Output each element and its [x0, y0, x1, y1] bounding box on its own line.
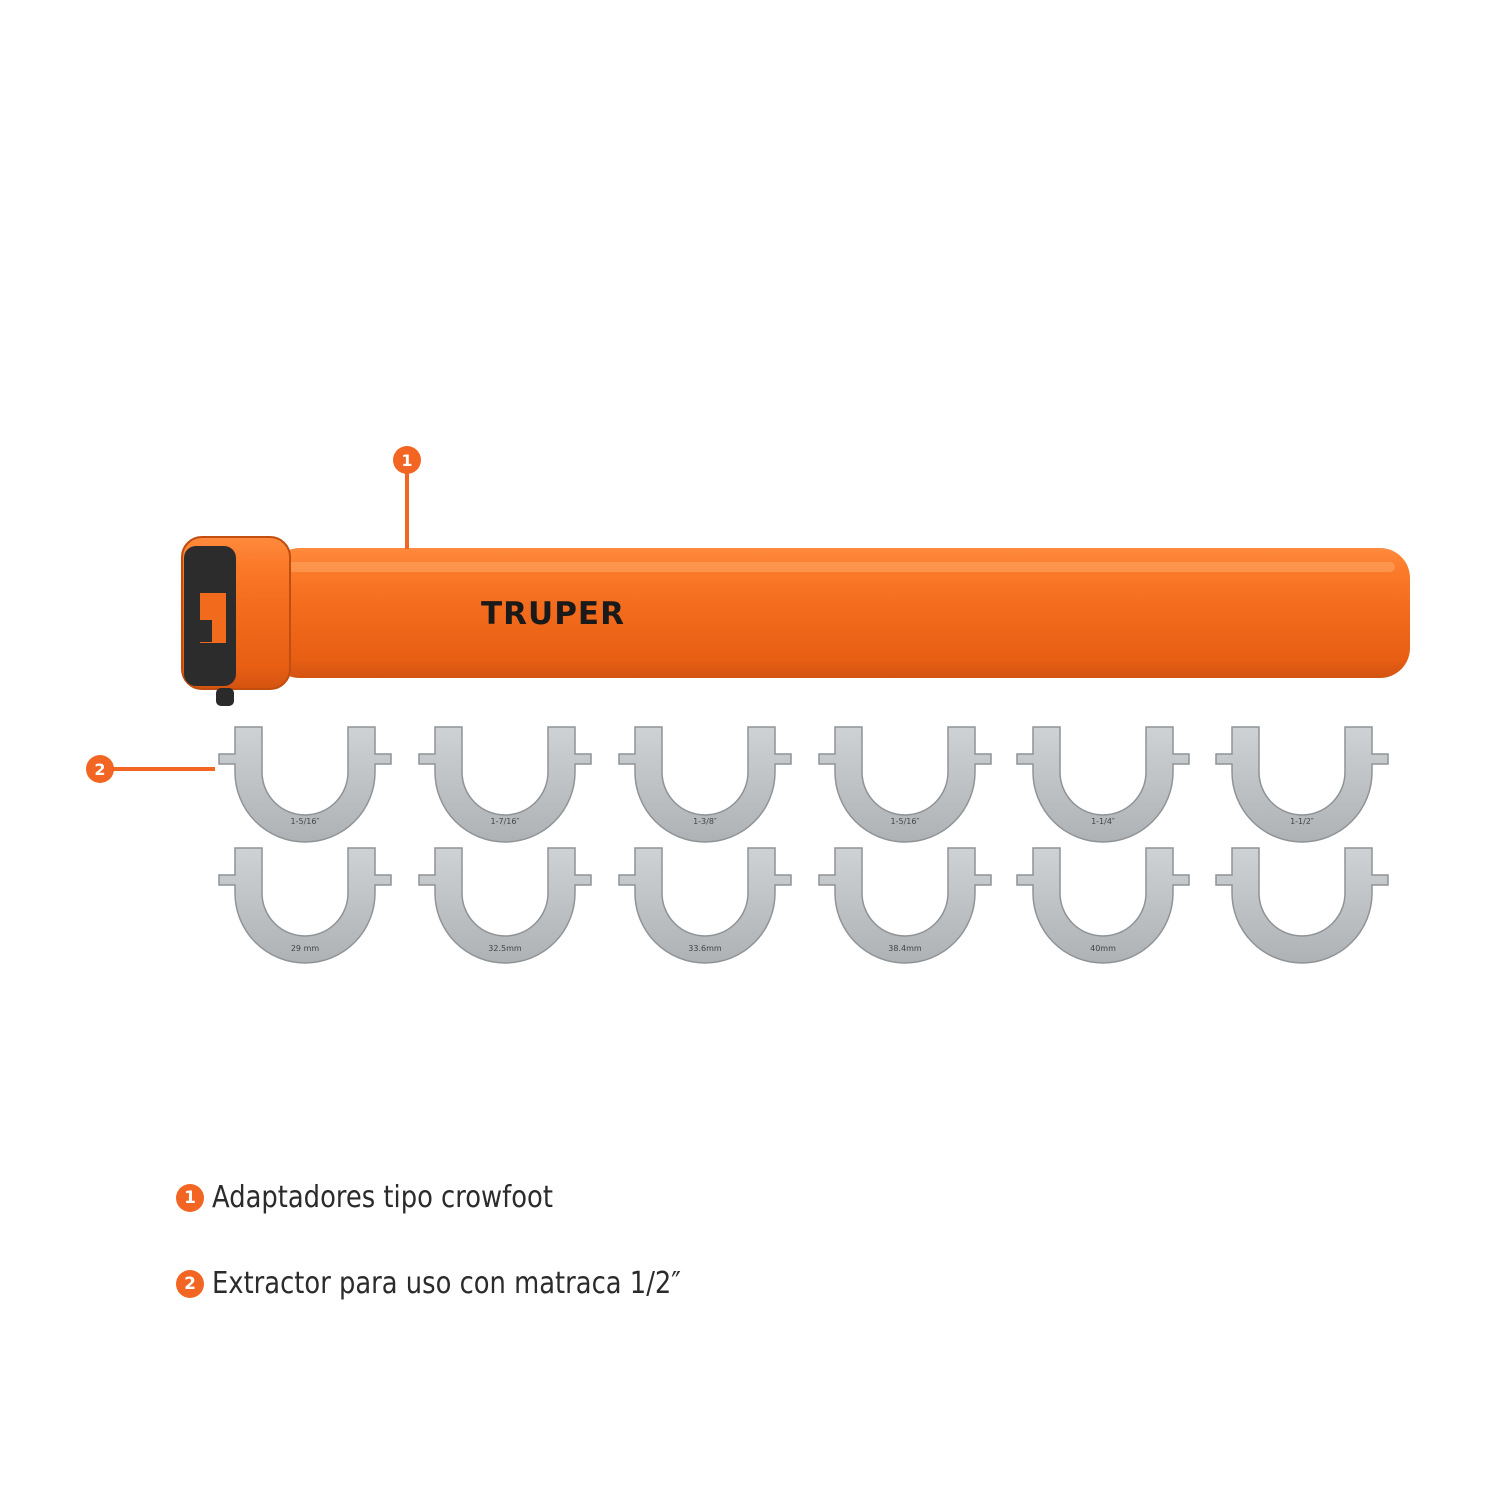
- legend-item-2: 2 Extractor para uso con matraca 1/2″: [176, 1266, 757, 1301]
- adapter-size-label: 32.5mm: [488, 944, 522, 953]
- tube-case: TRUPER: [181, 536, 1410, 706]
- crowfoot-adapter-bottom-5: 40mm: [1016, 847, 1190, 964]
- adapter-size-label: 40mm: [1090, 944, 1116, 953]
- legend-badge-2: 2: [176, 1269, 204, 1298]
- crowfoot-adapter-top-5: 1-1/4″: [1016, 726, 1190, 843]
- adapter-size-label: 1-3/8″: [693, 817, 717, 826]
- adapter-size-label: 38.4mm: [888, 944, 922, 953]
- brand-logo: TRUPER: [481, 596, 625, 632]
- crowfoot-adapter-top-6: 1-1/2″: [1215, 726, 1389, 843]
- crowfoot-adapter-top-3: 1-3/8″: [618, 726, 792, 843]
- crowfoot-adapter-bottom-6: [1215, 847, 1389, 964]
- crowfoot-adapter-bottom-2: 32.5mm: [418, 847, 592, 964]
- adapter-size-label: 29 mm: [291, 944, 320, 953]
- adapter-size-label: 1-5/16″: [291, 817, 320, 826]
- callout-badge-1: 1: [393, 446, 421, 474]
- svg-text:1: 1: [401, 451, 412, 470]
- adapter-size-label: 1-1/2″: [1290, 817, 1314, 826]
- adapter-size-label: 1-5/16″: [891, 817, 920, 826]
- crowfoot-adapter-bottom-1: 29 mm: [218, 847, 392, 964]
- legend-item-1: 1 Adaptadores tipo crowfoot: [176, 1180, 608, 1215]
- crowfoot-adapter-top-4: 1-5/16″: [818, 726, 992, 843]
- adapter-size-label: 1-1/4″: [1091, 817, 1115, 826]
- adapter-size-label: 33.6mm: [688, 944, 722, 953]
- callout-badge-2: 2: [86, 755, 114, 783]
- legend-text-2: Extractor para uso con matraca 1/2″: [212, 1266, 681, 1301]
- svg-text:2: 2: [94, 760, 105, 779]
- adapter-size-label: 1-7/16″: [491, 817, 520, 826]
- crowfoot-adapter-bottom-3: 33.6mm: [618, 847, 792, 964]
- crowfoot-adapter-bottom-4: 38.4mm: [818, 847, 992, 964]
- crowfoot-adapter-top-1: 1-5/16″: [218, 726, 392, 843]
- legend-text-1: Adaptadores tipo crowfoot: [212, 1180, 553, 1215]
- legend-badge-1: 1: [176, 1183, 204, 1212]
- adapter-set: 1-5/16″ 1-7/16″ 1-3/8″ 1-5/16″ 1-1/4″ 1-1/2″ 2…: [218, 726, 1389, 964]
- crowfoot-adapter-top-2: 1-7/16″: [418, 726, 592, 843]
